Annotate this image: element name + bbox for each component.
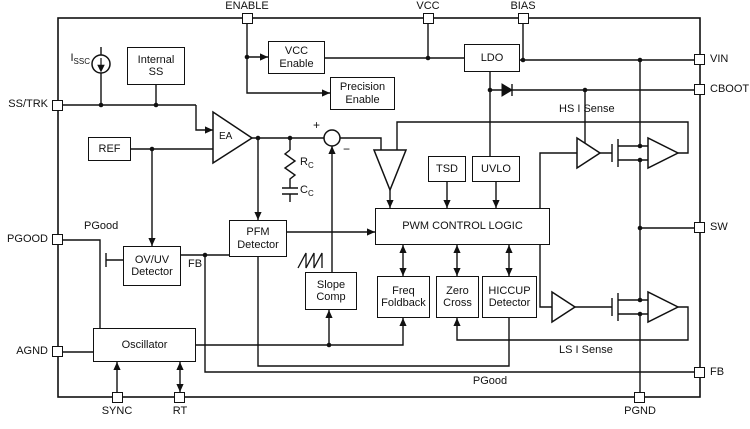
pin-rt-label: RT <box>172 405 188 417</box>
pin-sync-label: SYNC <box>101 405 133 417</box>
pin-cboot-label: CBOOT <box>710 83 750 95</box>
freq-foldback-block: Freq Foldback <box>377 276 430 318</box>
pin-ss-trk-label: SS/TRK <box>8 98 48 110</box>
circuit-wires-powerstage <box>456 139 694 392</box>
pin-sw-label: SW <box>710 221 728 233</box>
pin-ss-trk <box>52 100 63 111</box>
ldo-block: LDO <box>464 44 520 72</box>
pin-sync <box>112 392 123 403</box>
pin-vin-label: VIN <box>710 53 729 65</box>
pin-sw <box>694 222 705 233</box>
sawtooth-icon <box>297 252 323 269</box>
pin-vcc-label: VCC <box>416 0 440 12</box>
ov-uv-detector-block: OV/UV Detector <box>123 246 181 286</box>
pin-vcc <box>423 13 434 24</box>
ls-gate-driver-triangle <box>551 290 577 324</box>
pin-pgnd-label: PGND <box>624 405 656 417</box>
hs-i-sense-label: HS I Sense <box>559 103 615 115</box>
pin-fb <box>694 367 705 378</box>
pin-enable <box>242 13 253 24</box>
tsd-block: TSD <box>428 156 466 182</box>
rc-subscript: C <box>307 161 314 171</box>
hs-sense-amp-triangle <box>647 136 680 170</box>
pin-bias-label: BIAS <box>510 0 536 12</box>
cc-label: CC <box>300 184 314 198</box>
vcc-enable-block: VCC Enable <box>268 41 325 74</box>
cc-subscript: C <box>307 189 314 199</box>
issc-subscript: SSC <box>73 57 90 67</box>
pin-pgood-label: PGOOD <box>7 233 48 245</box>
pin-pgood <box>52 234 63 245</box>
rc-label: RC <box>300 156 314 170</box>
pin-fb-label: FB <box>710 366 725 378</box>
pin-agnd <box>52 346 63 357</box>
slope-comp-block: Slope Comp <box>305 272 357 310</box>
ls-i-sense-label: LS I Sense <box>559 344 613 356</box>
zero-cross-block: Zero Cross <box>436 276 479 318</box>
ea-label: EA <box>219 131 233 142</box>
pin-enable-label: ENABLE <box>225 0 269 12</box>
precision-enable-block: Precision Enable <box>330 77 395 110</box>
pin-rt <box>174 392 185 403</box>
fb-node-label: FB <box>188 258 203 270</box>
pwm-control-logic-block: PWM CONTROL LOGIC <box>375 208 550 245</box>
rc-symbol: R <box>300 156 308 168</box>
hiccup-detector-block: HICCUP Detector <box>482 276 537 318</box>
cc-symbol: C <box>300 184 308 196</box>
pfm-detector-block: PFM Detector <box>229 220 287 257</box>
junction-dots <box>98 54 643 348</box>
issc-label: ISSC <box>70 52 90 66</box>
summing-junction <box>323 129 341 147</box>
internal-ss-block: Internal SS <box>127 47 185 85</box>
pin-agnd-label: AGND <box>16 345 48 357</box>
oscillator-block: Oscillator <box>93 328 196 362</box>
issc-symbol: I <box>70 52 74 64</box>
hs-gate-driver-triangle <box>576 136 602 170</box>
diode-icon <box>501 83 513 97</box>
pgood-net-label-bottom: PGood <box>472 375 508 387</box>
summing-plus-sign: + <box>313 118 321 132</box>
pin-bias <box>518 13 529 24</box>
error-amplifier-triangle <box>212 110 254 165</box>
pin-cboot <box>694 84 705 95</box>
current-source-arrow <box>97 58 105 73</box>
pwm-comparator-triangle <box>372 149 408 193</box>
ref-block: REF <box>88 137 131 161</box>
pgood-net-label-left: PGood <box>84 220 119 232</box>
summing-minus-sign: − <box>343 142 351 156</box>
ls-sense-amp-triangle <box>647 290 680 324</box>
pin-vin <box>694 54 705 65</box>
ic-outline <box>57 17 701 398</box>
uvlo-block: UVLO <box>472 156 520 182</box>
pin-pgnd <box>634 392 645 403</box>
